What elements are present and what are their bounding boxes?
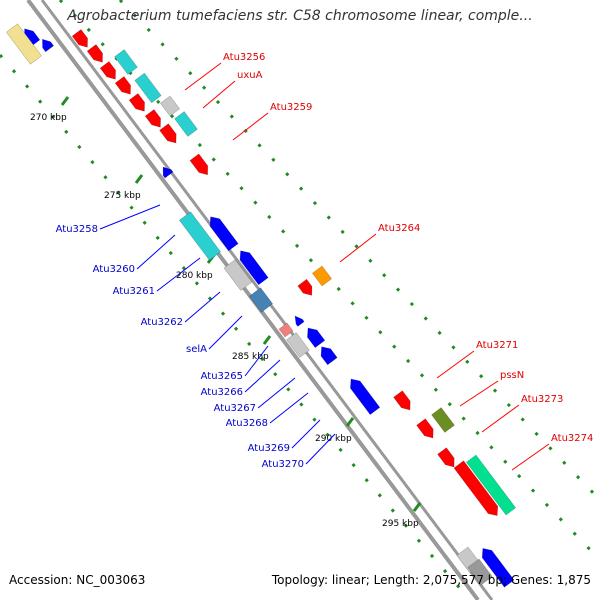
gene-gray-rev <box>223 259 253 291</box>
tick-mark <box>60 96 70 106</box>
gene-forward <box>189 153 209 176</box>
gene-cyan <box>134 72 162 104</box>
gene-forward <box>393 390 411 411</box>
gene-reverse <box>320 346 338 366</box>
tick-mark <box>262 335 272 345</box>
tick-label: 280 kbp <box>176 271 213 281</box>
tick-mark <box>134 174 144 184</box>
forward-leader-line <box>436 350 475 379</box>
forward-leader-line <box>459 380 499 407</box>
tick-label: 290 kbp <box>315 434 352 444</box>
gene-reverse <box>162 166 174 179</box>
map-title: Agrobacterium tumefaciens str. C58 chrom… <box>67 8 533 24</box>
gene-forward <box>114 76 131 95</box>
gene-pink <box>278 322 294 338</box>
forward-gene-label: Atu3271 <box>476 340 518 351</box>
gene-forward <box>71 29 88 48</box>
tick-label: 275 kbp <box>104 191 141 201</box>
gene-reverse <box>481 548 515 588</box>
reverse-leader-line <box>244 359 281 393</box>
reverse-gene-label: Atu3269 <box>248 443 290 454</box>
gene-gray-rev <box>286 332 310 358</box>
gene-gray-rev <box>467 558 493 586</box>
gene-reverse <box>209 216 239 252</box>
tick-mark <box>412 502 422 512</box>
reverse-leader-line <box>269 392 309 424</box>
reverse-leader-line <box>244 345 269 377</box>
gene-cyan <box>174 111 198 137</box>
gene-forward <box>453 460 499 516</box>
forward-leader-line <box>339 233 377 263</box>
reverse-gene-label: Atu3262 <box>141 317 183 328</box>
forward-gene-label: Atu3256 <box>223 52 265 63</box>
gene-cyan <box>114 49 138 75</box>
forward-gene-label: Atu3274 <box>551 433 593 444</box>
tick-mark <box>345 417 355 427</box>
gene-yellow <box>5 23 43 65</box>
gene-forward <box>159 123 177 144</box>
reverse-leader-line <box>184 291 221 323</box>
reverse-leader-line <box>156 257 201 292</box>
reverse-gene-label: Atu3260 <box>93 264 135 275</box>
gene-olive <box>431 407 455 433</box>
reverse-gene-label: Atu3270 <box>262 459 304 470</box>
gene-reverse <box>307 327 326 349</box>
accession-label: Accession: NC_003063 <box>9 573 146 587</box>
gene-green <box>465 454 517 516</box>
forward-gene-label: pssN <box>500 370 524 381</box>
reverse-gene-label: Atu3265 <box>201 371 243 382</box>
reverse-gene-label: Atu3267 <box>214 403 256 414</box>
gene-cyan-rev <box>178 211 222 261</box>
forward-leader-line <box>202 80 236 109</box>
gene-forward <box>128 93 145 112</box>
gene-reverse <box>42 38 55 53</box>
gene-forward <box>437 447 455 468</box>
gene-forward <box>297 278 313 296</box>
tick-label: 285 kbp <box>232 352 269 362</box>
reverse-leader-line <box>136 234 176 270</box>
forward-leader-line <box>481 404 520 433</box>
reverse-leader-line <box>257 377 296 409</box>
gene-reverse <box>294 315 305 327</box>
forward-gene-label: uxuA <box>237 70 263 81</box>
reverse-gene-label: selA <box>186 344 207 355</box>
forward-leader-line <box>511 443 550 471</box>
gene-reverse <box>239 250 269 286</box>
reverse-leader-line <box>291 419 321 449</box>
reverse-gene-label: Atu3266 <box>201 387 243 398</box>
forward-gene-label: Atu3264 <box>378 223 420 234</box>
reverse-leader-line <box>305 433 336 465</box>
reverse-leader-line <box>208 315 243 350</box>
gene-forward <box>416 418 434 439</box>
tick-label: 270 kbp <box>30 113 67 123</box>
reverse-gene-label: Atu3261 <box>113 286 155 297</box>
gene-forward <box>144 109 161 128</box>
topology-label: Topology: linear; Length: 2,075,577 bp; … <box>271 573 591 587</box>
gene-reverse <box>350 378 381 416</box>
reverse-gene-label: Atu3268 <box>226 418 268 429</box>
gene-forward <box>86 44 103 63</box>
forward-gene-label: Atu3273 <box>521 394 563 405</box>
gene-steel <box>248 287 274 313</box>
reverse-leader-line <box>99 204 161 230</box>
reverse-gene-label: Atu3258 <box>56 224 98 235</box>
forward-leader-line <box>232 112 269 141</box>
gene-gray <box>159 95 181 117</box>
forward-leader-line <box>184 62 222 91</box>
gene-forward <box>99 61 116 80</box>
tick-label: 295 kbp <box>382 519 419 529</box>
gene-orange <box>311 265 333 287</box>
forward-gene-label: Atu3259 <box>270 102 312 113</box>
